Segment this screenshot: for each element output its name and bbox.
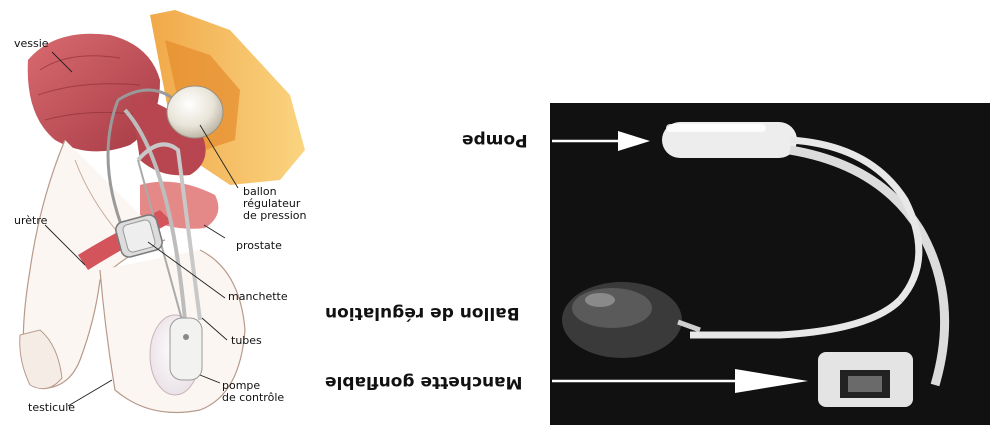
photo-cuff <box>818 352 913 407</box>
label-vessie: vessie <box>14 38 49 50</box>
pump-shape <box>170 318 202 380</box>
label-pompe-2: de contrôle <box>222 392 284 404</box>
label-testicule: testicule <box>28 402 75 414</box>
label-tubes: tubes <box>231 335 262 347</box>
label-ballon-3: de pression <box>243 210 307 222</box>
reservoir-balloon-shape <box>167 86 223 138</box>
label-urethre: urètre <box>14 215 47 227</box>
label-photo-manchette: Manchette gonflable <box>325 372 522 392</box>
label-manchette: manchette <box>228 291 288 303</box>
label-photo-ballon: Ballon de régulation <box>325 303 520 323</box>
label-photo-pompe: Pompe <box>462 130 528 150</box>
label-prostate: prostate <box>236 240 282 252</box>
